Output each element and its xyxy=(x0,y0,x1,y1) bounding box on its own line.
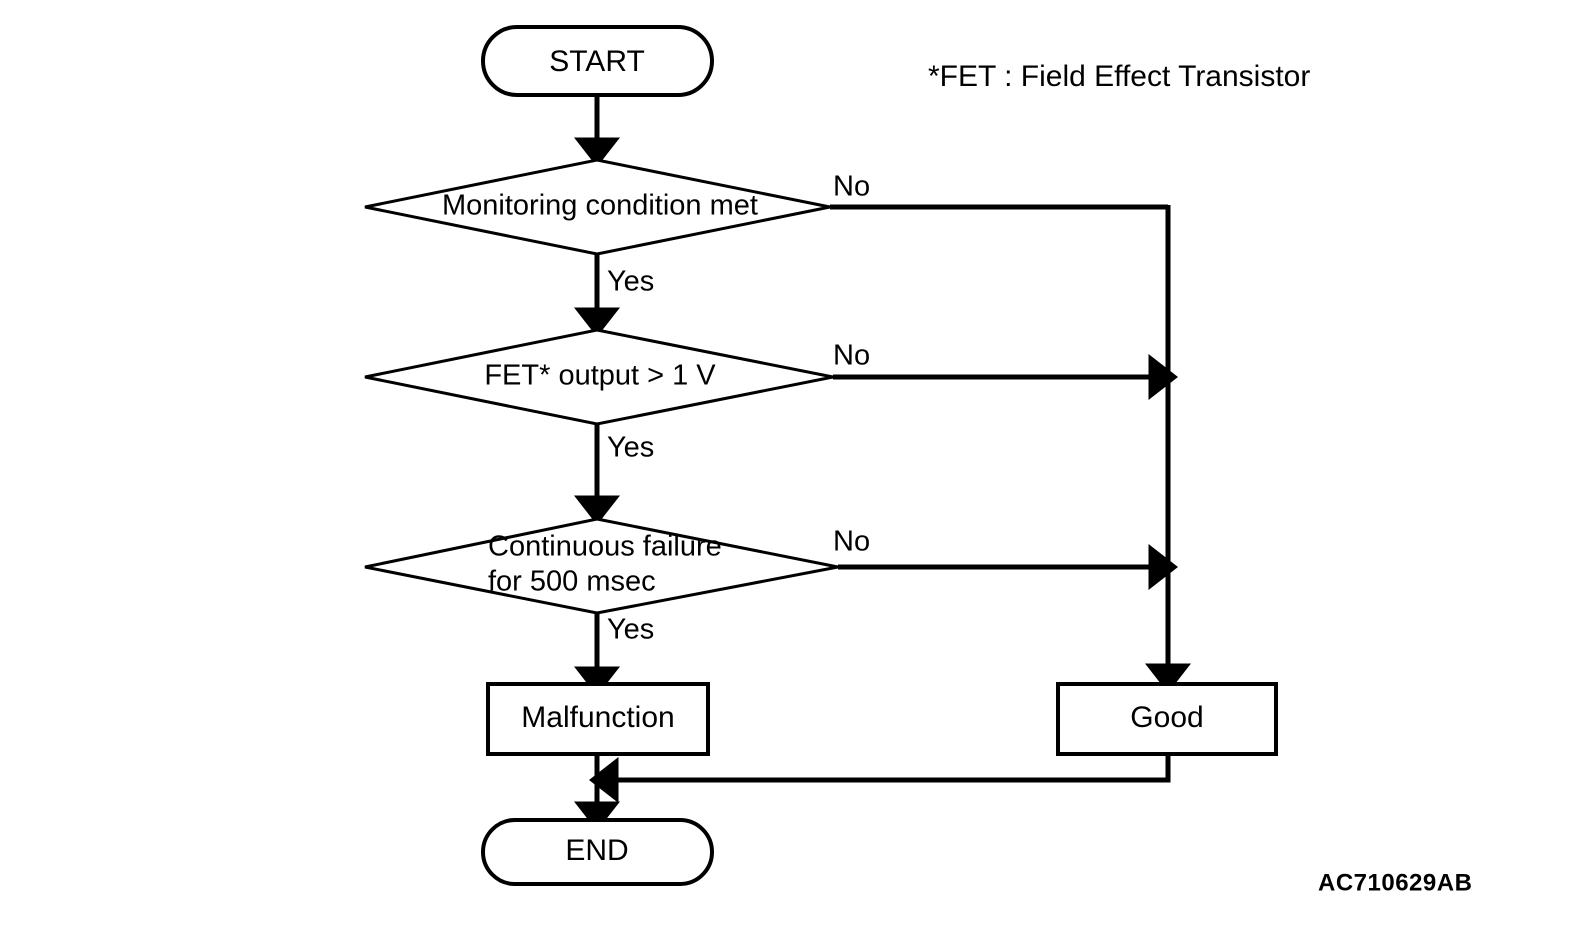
legend-fet-note: *FET : Field Effect Transistor xyxy=(928,60,1310,93)
malfunction-shape xyxy=(486,682,710,756)
figure-code-label: AC710629AB xyxy=(1318,869,1472,896)
edge-label-yes-1: Yes xyxy=(607,266,654,298)
edge-label-yes-2: Yes xyxy=(607,432,654,464)
decision3-label-line2: for 500 msec xyxy=(488,566,656,598)
end-shape xyxy=(481,818,714,886)
edge-label-no-2: No xyxy=(833,340,870,372)
end-label: END xyxy=(565,834,628,867)
edge-good-to-merge xyxy=(589,754,1171,803)
edge-label-no-3: No xyxy=(833,526,870,558)
decision2-label: FET* output > 1 V xyxy=(484,360,716,392)
node-malfunction[interactable]: Malfunction xyxy=(486,682,710,756)
start-label: START xyxy=(549,45,645,78)
good-label: Good xyxy=(1130,701,1203,734)
edge-label-no-1: No xyxy=(833,171,870,203)
malfunction-label: Malfunction xyxy=(521,701,674,734)
node-end[interactable]: END xyxy=(481,818,714,886)
node-start[interactable]: START xyxy=(481,25,714,97)
node-decision3[interactable]: Continuous failure for 500 msec xyxy=(364,517,839,615)
decision1-label: Monitoring condition met xyxy=(442,190,758,222)
node-good[interactable]: Good xyxy=(1056,682,1278,756)
edge-label-yes-3: Yes xyxy=(607,614,654,646)
decision3-label-line1: Continuous failure xyxy=(488,531,722,563)
good-shape xyxy=(1056,682,1278,756)
